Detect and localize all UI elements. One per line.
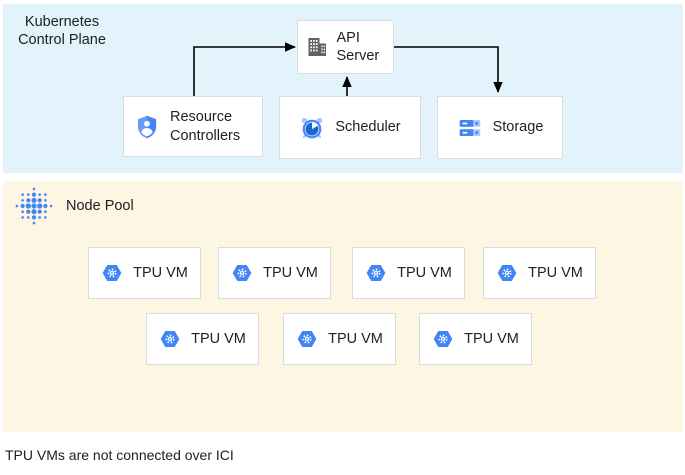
resource-controllers-label: Resource Controllers xyxy=(170,109,241,144)
scheduler-box: Scheduler xyxy=(279,96,421,159)
tpu-vm-label: TPU VM xyxy=(133,264,188,281)
tpu-vm-box-7: TPU VM xyxy=(419,313,532,365)
tpu-vm-box-1: TPU VM xyxy=(88,247,201,299)
tpu-vm-label: TPU VM xyxy=(191,330,246,347)
tpu-vm-box-3: TPU VM xyxy=(352,247,465,299)
tpu-vm-label: TPU VM xyxy=(528,264,583,281)
hexagon-gear-icon xyxy=(232,264,252,282)
storage-stack-icon xyxy=(459,119,480,136)
building-icon xyxy=(308,38,326,56)
scheduler-label: Scheduler xyxy=(335,119,401,136)
hexagon-gear-icon xyxy=(297,330,317,348)
hexagon-gear-icon xyxy=(366,264,386,282)
hexagon-gear-icon xyxy=(160,330,180,348)
tpu-vm-label: TPU VM xyxy=(397,264,452,281)
alarm-clock-icon xyxy=(302,117,323,138)
node-pool-panel xyxy=(3,181,683,432)
node-pool-header: Node Pool xyxy=(14,186,134,226)
tpu-vm-box-2: TPU VM xyxy=(218,247,331,299)
shield-person-icon xyxy=(137,115,157,138)
api-server-label: API Server xyxy=(336,29,380,64)
diagram-caption: TPU VMs are not connected over ICI xyxy=(5,447,234,463)
api-server-box: API Server xyxy=(297,20,394,74)
tpu-vm-box-6: TPU VM xyxy=(283,313,396,365)
tpu-vm-label: TPU VM xyxy=(263,264,318,281)
tpu-vm-label: TPU VM xyxy=(464,330,519,347)
control-plane-title: Kubernetes Control Plane xyxy=(18,14,106,48)
hexagon-gear-icon xyxy=(433,330,453,348)
node-pool-icon xyxy=(15,187,53,225)
storage-box: Storage xyxy=(437,96,563,159)
hexagon-gear-icon xyxy=(497,264,517,282)
resource-controllers-box: Resource Controllers xyxy=(123,96,263,157)
tpu-vm-box-5: TPU VM xyxy=(146,313,259,365)
tpu-vm-box-4: TPU VM xyxy=(483,247,596,299)
tpu-vm-label: TPU VM xyxy=(328,330,383,347)
hexagon-gear-icon xyxy=(102,264,122,282)
node-pool-label: Node Pool xyxy=(66,198,134,214)
storage-label: Storage xyxy=(492,119,544,136)
